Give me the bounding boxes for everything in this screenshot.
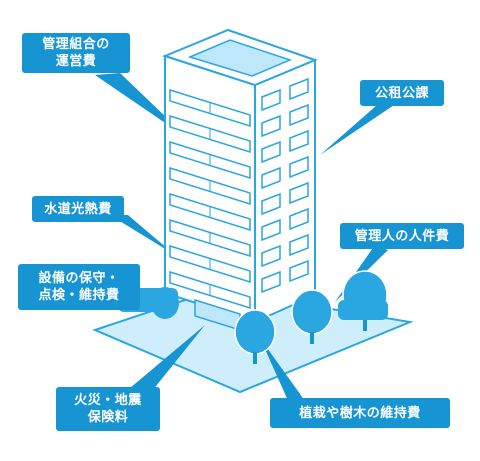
label-utilities: 水道光熱費	[32, 196, 124, 222]
tree-middle-trunk	[310, 332, 314, 344]
label-insurance: 火災・地震 保険料	[56, 387, 160, 431]
label-public-taxes: 公租公課	[360, 80, 444, 106]
tree-middle	[291, 289, 333, 335]
roof-top-panel	[187, 39, 293, 77]
label-equipment-maintenance: 設備の保守・ 点検・維持費	[18, 264, 140, 310]
tree-front	[234, 309, 276, 355]
tree-small-left	[151, 287, 179, 319]
tree-front-trunk	[253, 352, 257, 364]
tree-right-trunk	[363, 317, 367, 331]
label-staff-cost: 管理人の人件費	[340, 223, 464, 249]
windows	[261, 77, 309, 294]
label-landscaping: 植栽や樹木の維持費	[270, 398, 450, 428]
hedge-right	[338, 300, 388, 320]
label-management-fee: 管理組合の 運営費	[22, 33, 130, 73]
